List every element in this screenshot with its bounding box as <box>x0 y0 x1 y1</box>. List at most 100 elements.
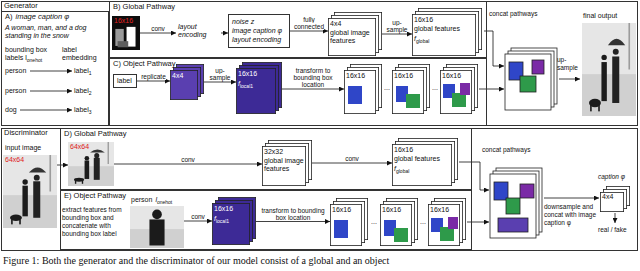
feature-stack: 16x16 <box>330 198 368 246</box>
text-group: A woman, man, and a dog standing in the … <box>5 24 105 40</box>
text: 16x16 <box>114 17 133 24</box>
edge-label-box: transform to bounding box location <box>258 207 328 221</box>
connector-arrow <box>140 33 176 34</box>
edge-label: fully connected <box>294 16 324 30</box>
text: input image <box>5 144 41 151</box>
text: 4x4 <box>330 20 341 27</box>
text: 2 <box>89 90 92 96</box>
feature-stack: 16x16 <box>428 198 466 246</box>
dog-leg <box>75 181 76 184</box>
edge-label-box: up-sample <box>384 19 410 33</box>
feature-patch <box>460 83 470 95</box>
person-figure <box>22 186 27 217</box>
person-figure <box>33 181 40 218</box>
text: local1 <box>216 218 229 224</box>
text: 16x16 <box>346 72 365 79</box>
text: concat pathways <box>482 146 530 153</box>
arrow <box>30 71 72 72</box>
text-group: up-sample <box>557 56 581 72</box>
text: label <box>74 67 89 74</box>
connector-arrow <box>256 221 330 222</box>
connector-arrow <box>382 34 412 35</box>
wires <box>20 31 615 223</box>
connector-arrow <box>57 165 68 166</box>
text-group: ... <box>384 84 390 92</box>
text: global <box>416 38 429 44</box>
text-group: caption φ <box>598 173 625 181</box>
text: 16x16 <box>430 206 449 213</box>
text: B) Global Pathway <box>113 2 175 11</box>
text: 4x4 <box>602 193 613 200</box>
concat-stack <box>490 168 542 238</box>
person-figure <box>612 56 619 102</box>
text-group: 16x16 <box>394 72 413 80</box>
figure-head <box>94 153 99 158</box>
text: ... <box>371 218 377 225</box>
stack-drawing <box>170 64 204 100</box>
text-group: dog <box>5 106 17 114</box>
connector-arrow <box>290 31 328 32</box>
text-group: global image features <box>330 29 374 45</box>
feature-stack: 16x16flocal1 <box>212 197 256 245</box>
text: caption φ <box>598 173 625 180</box>
feature-map <box>262 146 305 185</box>
text-group: ... <box>420 218 426 226</box>
text: global <box>396 168 409 174</box>
photo-sky <box>582 23 636 116</box>
text: 32x32 <box>264 148 283 155</box>
photo-sky <box>68 142 114 186</box>
text: Discriminator <box>4 128 48 137</box>
stack-drawing <box>380 198 418 246</box>
feature-stack: 16x16 <box>344 64 382 114</box>
feature-stack: 16x16 <box>392 64 430 114</box>
image-thumbnail: 64x64 <box>68 142 114 186</box>
text: A) <box>5 12 13 21</box>
feature-patch <box>520 184 534 198</box>
person-figure <box>94 158 100 180</box>
arrow <box>467 222 489 223</box>
text: real / fake <box>598 226 627 233</box>
panel: GeneratorA)image caption φA woman, man, … <box>1 1 638 126</box>
feature-stack: 4x4 global image features <box>328 12 382 56</box>
concat-stack <box>505 48 557 110</box>
text-group: 64x64 <box>5 156 24 164</box>
photo-drawing <box>582 12 636 116</box>
text: global image features <box>264 157 304 172</box>
text-group: global features <box>414 25 474 33</box>
text-group: 4x4 <box>330 20 341 28</box>
arrow <box>484 31 504 66</box>
text: layout encoding <box>178 23 206 38</box>
caption-box: Figure 1: Both the generator and the dis… <box>3 255 389 266</box>
edge-label: conv <box>151 25 165 32</box>
text-group: label embedding <box>62 46 106 62</box>
text: A woman, man, and a dog standing in the … <box>5 24 86 39</box>
text: label <box>74 87 89 94</box>
text: ... <box>384 84 390 91</box>
person-figure <box>601 62 606 101</box>
text: 64x64 <box>70 143 89 150</box>
edge-label-box: up-sample <box>206 67 234 81</box>
text-group: 16x16 <box>382 206 401 214</box>
arrow <box>559 79 580 80</box>
feature-stack: 32x32 global image features <box>262 140 312 186</box>
text-group: global image features <box>264 157 304 173</box>
text-group: downsample and concat with image caption… <box>544 203 598 227</box>
feature-map <box>328 18 375 55</box>
feature-map <box>440 70 471 113</box>
feature-map <box>392 144 451 185</box>
text-group: 16x16 <box>214 205 233 213</box>
feature-stack: 16x16flocal1 <box>236 62 282 114</box>
text-group: 4x4 <box>172 72 183 80</box>
text-group: 16x16 <box>346 72 365 80</box>
text: onehot <box>27 57 42 63</box>
stack-drawing <box>330 198 368 246</box>
section-box: E) Object Pathwaypersonlonehot16x16floca… <box>60 190 472 250</box>
text-group: Generator <box>4 2 38 11</box>
text: l <box>155 196 157 203</box>
figure-head <box>85 156 90 161</box>
figure-head <box>34 175 40 181</box>
arrow <box>544 198 599 199</box>
stack-drawing <box>412 8 482 56</box>
text: label <box>74 106 89 113</box>
process-box: noise zimage caption φlayout encoding <box>228 14 290 48</box>
